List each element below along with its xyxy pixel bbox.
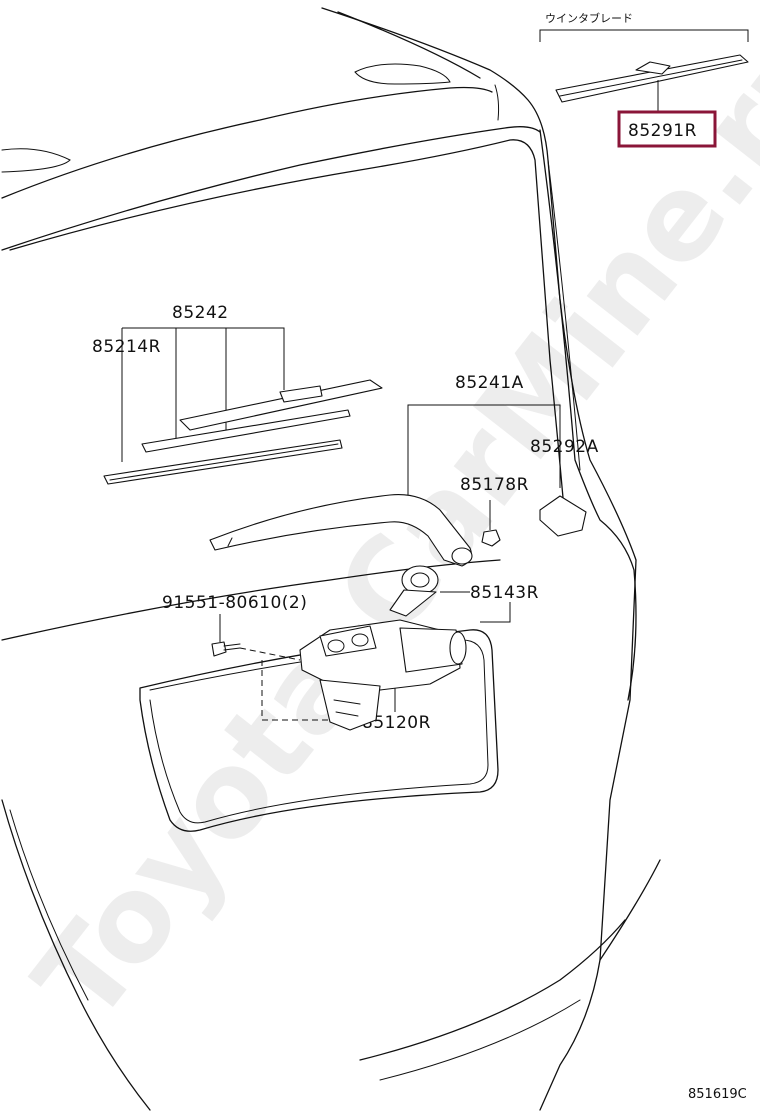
callout-85241A[interactable]: 85241A xyxy=(455,373,524,393)
wiper-motor xyxy=(299,619,467,731)
callout-85143R[interactable]: 85143R xyxy=(470,583,539,603)
wiper-blade-top xyxy=(555,54,749,103)
blade-parts-exploded xyxy=(103,379,383,485)
callout-85292A[interactable]: 85292A xyxy=(530,437,599,457)
callout-85120R[interactable]: 85120R xyxy=(362,713,431,733)
wiper-arm xyxy=(209,494,473,567)
leader-85241A xyxy=(407,404,561,505)
callout-85291R[interactable]: 85291R xyxy=(628,121,697,141)
vehicle-body-outline xyxy=(1,7,661,1111)
category-label: ウインタブレード xyxy=(545,11,633,25)
watermark-text: Toyota-CarMine.ru xyxy=(8,0,760,1047)
nut xyxy=(481,529,501,547)
callout-91551-80610[interactable]: 91551-80610(2) xyxy=(162,593,307,613)
bolt-dashed-path xyxy=(239,647,330,721)
bolt xyxy=(211,641,241,657)
pivot-seal xyxy=(389,565,439,617)
category-bracket xyxy=(539,29,749,42)
callout-85214R[interactable]: 85214R xyxy=(92,337,161,357)
diagram-ref: 851619C xyxy=(688,1087,747,1102)
highlight-box xyxy=(617,110,717,148)
callout-85178R[interactable]: 85178R xyxy=(460,475,529,495)
callout-85242[interactable]: 85242 xyxy=(172,303,229,323)
leader-85214R xyxy=(121,327,176,462)
arm-cap xyxy=(539,495,587,537)
